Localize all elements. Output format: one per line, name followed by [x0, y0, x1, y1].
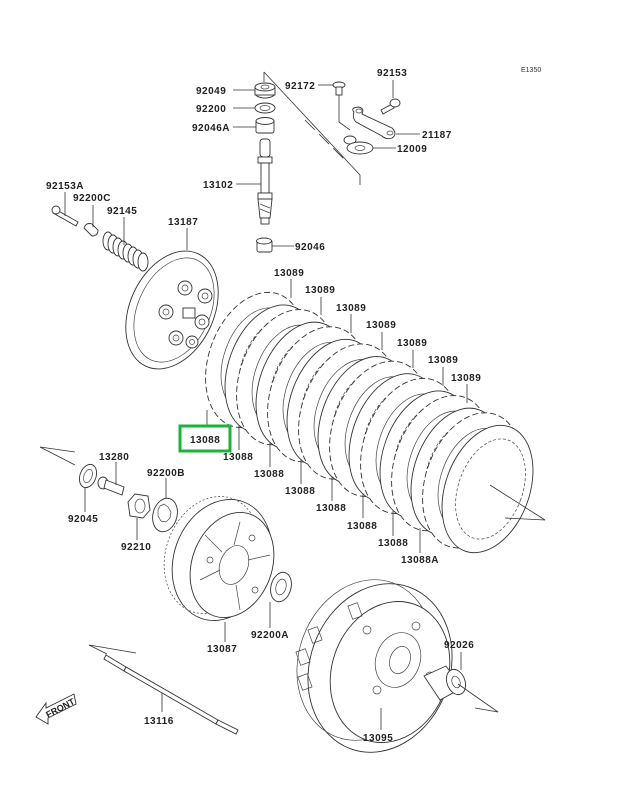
- label-13088-4[interactable]: 13088: [285, 486, 315, 497]
- label-13089-4[interactable]: 13089: [366, 320, 396, 331]
- label-92200C[interactable]: 92200C: [73, 193, 111, 204]
- part-13280[interactable]: [97, 476, 125, 496]
- label-13095[interactable]: 13095: [363, 733, 393, 744]
- label-92200A[interactable]: 92200A: [251, 630, 289, 641]
- label-13087[interactable]: 13087: [207, 644, 237, 655]
- front-label: FRONT: [44, 696, 77, 720]
- label-92045[interactable]: 92045: [68, 514, 98, 525]
- clutch-plates-stack: [205, 291, 549, 566]
- part-92046A[interactable]: [255, 117, 275, 134]
- part-92145[interactable]: [102, 231, 149, 272]
- label-92210[interactable]: 92210: [121, 542, 151, 553]
- steel-plate-labels: 13088 13088 13088 13088 13088 13088 1308…: [178, 410, 439, 566]
- label-92172[interactable]: 92172: [285, 81, 315, 92]
- part-92200B[interactable]: [149, 495, 181, 534]
- label-92046[interactable]: 92046: [295, 242, 325, 253]
- label-92200[interactable]: 92200: [196, 104, 226, 115]
- part-92045[interactable]: [76, 462, 99, 490]
- label-13089-6[interactable]: 13089: [428, 355, 458, 366]
- label-13088-1[interactable]: 13088: [190, 435, 220, 446]
- label-13187[interactable]: 13187: [168, 217, 198, 228]
- part-92046[interactable]: [256, 237, 273, 253]
- label-13089-2[interactable]: 13089: [305, 285, 335, 296]
- part-13102[interactable]: [257, 138, 273, 225]
- label-13089-7[interactable]: 13089: [451, 373, 481, 384]
- label-13088-2[interactable]: 13088: [223, 452, 253, 463]
- part-92153[interactable]: [380, 98, 401, 115]
- label-13102[interactable]: 13102: [203, 180, 233, 191]
- label-13089-5[interactable]: 13089: [397, 338, 427, 349]
- front-direction-arrow: FRONT: [35, 693, 77, 725]
- part-13187[interactable]: [108, 236, 237, 384]
- label-92046A[interactable]: 92046A: [192, 123, 230, 134]
- highlight-box: [178, 424, 232, 453]
- friction-plate-labels: 13089 13089 13089 13089 13089 13089 1308…: [274, 268, 481, 403]
- label-13088-7[interactable]: 13088: [378, 538, 408, 549]
- part-12009[interactable]: [343, 135, 374, 155]
- label-21187[interactable]: 21187: [422, 130, 452, 141]
- release-lever-assembly: 92172 92153 21187 12009: [285, 68, 452, 161]
- label-92153[interactable]: 92153: [377, 68, 407, 79]
- part-92049[interactable]: [254, 82, 276, 99]
- label-13089-3[interactable]: 13089: [336, 303, 366, 314]
- label-92145[interactable]: 92145: [107, 206, 137, 217]
- label-13088-3[interactable]: 13088: [254, 469, 284, 480]
- pressure-plate-assembly: 92153A 92200C 92145: [46, 181, 237, 384]
- bearing-assembly: 92045 13280 92210 92200B: [39, 446, 185, 553]
- label-92049[interactable]: 92049: [196, 86, 226, 97]
- steel-plate[interactable]: [425, 413, 549, 566]
- part-92172[interactable]: [332, 81, 346, 96]
- label-13089-1[interactable]: 13089: [274, 268, 304, 279]
- part-13095[interactable]: [275, 560, 475, 772]
- label-13088A[interactable]: 13088A: [401, 555, 439, 566]
- push-rod-assembly: 92049 92200 92046A 13102: [192, 71, 361, 253]
- part-92153A[interactable]: [51, 205, 79, 227]
- label-12009[interactable]: 12009: [397, 144, 427, 155]
- label-13116[interactable]: 13116: [144, 716, 174, 727]
- part-92200A[interactable]: [267, 570, 294, 604]
- label-13088-5[interactable]: 13088: [316, 503, 346, 514]
- part-92200[interactable]: [254, 102, 276, 114]
- label-92026[interactable]: 92026: [444, 640, 474, 651]
- part-21187[interactable]: [352, 106, 396, 140]
- part-92026[interactable]: [423, 665, 469, 701]
- part-13087[interactable]: [148, 483, 288, 635]
- label-13088-6[interactable]: 13088: [347, 521, 377, 532]
- diagram-code: E1350: [521, 67, 541, 74]
- part-13116[interactable]: [103, 654, 239, 735]
- plate-inner-edge: [455, 438, 526, 540]
- label-92153A[interactable]: 92153A: [46, 181, 84, 192]
- label-13280[interactable]: 13280: [99, 452, 129, 463]
- part-92200C[interactable]: [83, 223, 99, 237]
- label-92200B[interactable]: 92200B: [147, 468, 185, 479]
- part-92210[interactable]: [127, 493, 151, 519]
